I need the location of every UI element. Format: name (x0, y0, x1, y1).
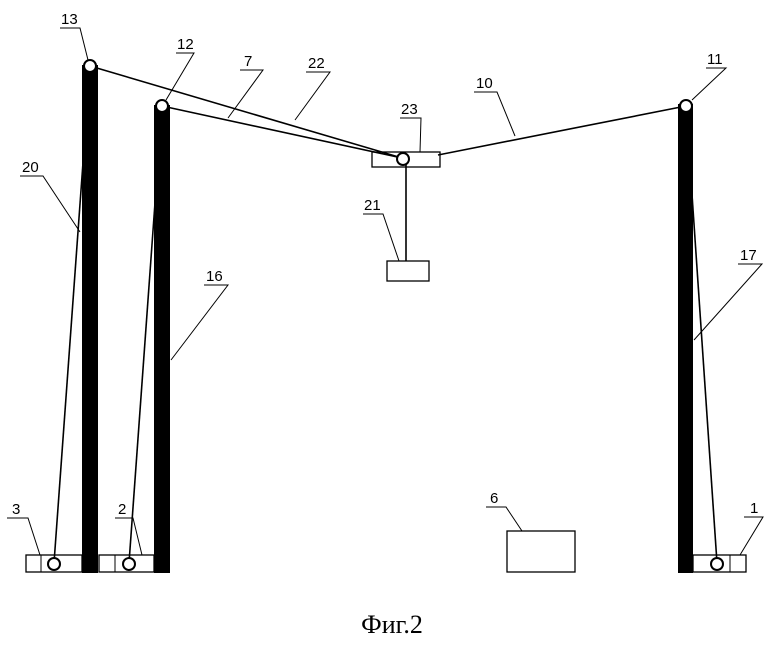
label-23: 23 (401, 101, 418, 118)
label-6: 6 (490, 490, 498, 507)
label-12: 12 (177, 36, 194, 53)
label-10: 10 (476, 75, 493, 92)
label-2: 2 (118, 501, 126, 518)
leader-20 (20, 176, 80, 232)
winch-2-drum-icon (123, 558, 135, 570)
carriage-pulley-icon (397, 153, 409, 165)
leader-6 (486, 507, 522, 531)
leader-2 (115, 518, 142, 555)
leader-22 (295, 72, 330, 120)
rope-10 (438, 106, 686, 155)
leader-7 (228, 70, 263, 118)
leader-23 (400, 118, 421, 152)
pulley-12-icon (156, 100, 168, 112)
winch-1-drum-icon (711, 558, 723, 570)
load-box (387, 261, 429, 281)
rope-22 (90, 66, 402, 158)
label-13: 13 (61, 11, 78, 28)
pulley-13-icon (84, 60, 96, 72)
leader-1 (740, 517, 763, 555)
label-22: 22 (308, 55, 325, 72)
rope-7 (162, 106, 402, 158)
label-11: 11 (707, 51, 723, 68)
label-7: 7 (244, 53, 252, 70)
label-21: 21 (364, 197, 381, 214)
label-17: 17 (740, 247, 757, 264)
leader-13 (60, 28, 88, 60)
label-3: 3 (12, 501, 20, 518)
label-16: 16 (206, 268, 223, 285)
leader-10 (474, 92, 515, 136)
leader-16 (171, 285, 228, 360)
leader-11 (692, 68, 726, 100)
leader-21 (363, 214, 399, 261)
pulley-11-icon (680, 100, 692, 112)
leader-3 (7, 518, 40, 555)
label-1: 1 (750, 500, 758, 517)
control-unit-box (507, 531, 575, 572)
label-20: 20 (22, 159, 39, 176)
figure-caption: Фиг.2 (361, 610, 423, 639)
winch-3-drum-icon (48, 558, 60, 570)
leader-17 (694, 264, 762, 340)
